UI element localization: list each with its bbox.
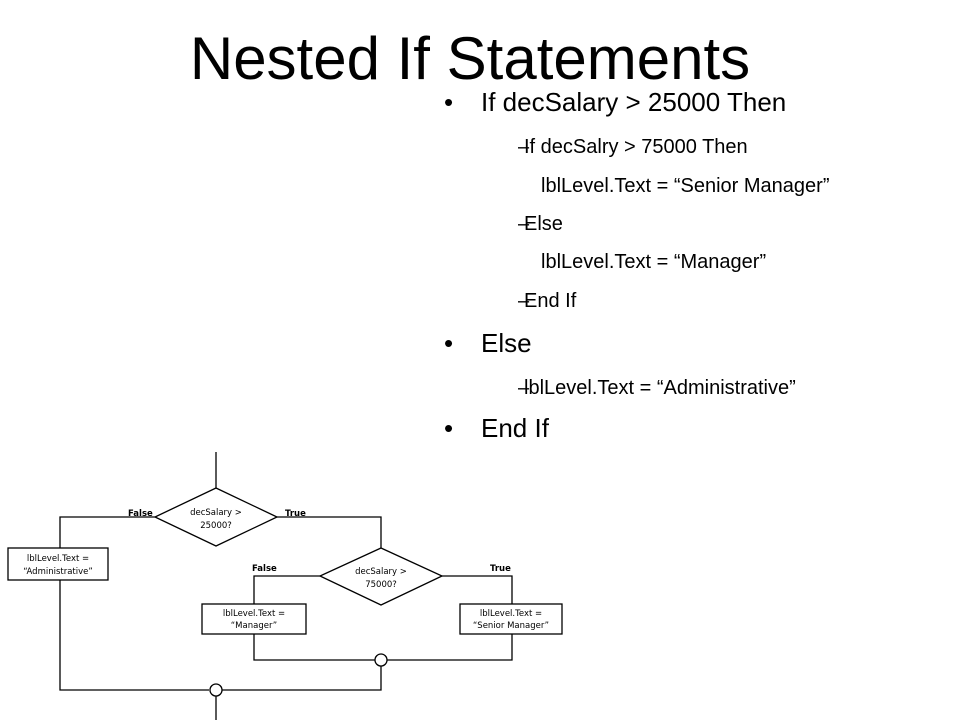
dash-icon: –	[518, 377, 530, 399]
box-senior-text-line2: “Senior Manager”	[473, 621, 549, 631]
decision-salary-25000	[153, 487, 279, 547]
bullet-text: End If	[481, 413, 549, 443]
decision2-text-line1: decSalary >	[355, 567, 407, 577]
slide-title: Nested If Statements	[189, 25, 751, 92]
box-senior-text-line1: lblLevel.Text =	[480, 609, 542, 619]
dash-icon: –	[518, 290, 530, 312]
sub-item-text: End If	[524, 290, 577, 312]
code-text: lblLevel.Text = “Manager”	[541, 251, 767, 273]
flow-line-false-2	[253, 575, 320, 604]
box-administrative	[7, 547, 109, 581]
decision-salary-75000	[318, 547, 444, 606]
code-text: lblLevel.Text = “Senior Manager”	[541, 175, 830, 197]
bullet-icon: •	[444, 328, 454, 358]
flow-line-admin-merge	[59, 580, 209, 691]
box-manager-text-line2: “Manager”	[231, 621, 277, 631]
flow-line-false-1	[59, 516, 155, 548]
decision1-text-line2: 25000?	[200, 521, 232, 531]
bullet-icon: •	[444, 87, 454, 117]
dash-icon: –	[518, 136, 530, 158]
connector-outer-merge	[209, 683, 223, 697]
dash-icon: –	[518, 213, 530, 235]
bullet-text: Else	[481, 328, 532, 358]
decision1-false-label: False	[128, 509, 153, 519]
decision2-text-line2: 75000?	[365, 580, 397, 590]
flow-line-senior-merge	[387, 634, 513, 661]
sub-item-text: lblLevel.Text = “Administrative”	[524, 377, 796, 399]
connector-inner-merge	[374, 653, 388, 667]
box-admin-text-line2: “Administrative”	[23, 567, 93, 577]
box-admin-text-line1: lblLevel.Text =	[27, 554, 89, 564]
flow-line-true-1	[277, 516, 382, 548]
flow-line-inner-to-outer	[222, 666, 382, 691]
sub-item-text: Else	[524, 213, 563, 235]
decision1-true-label: True	[285, 509, 306, 519]
decision2-true-label: True	[490, 564, 511, 574]
flow-line-manager-merge	[253, 634, 375, 661]
box-senior-manager	[459, 603, 563, 635]
flow-line-true-2	[442, 575, 513, 604]
box-manager-text-line1: lblLevel.Text =	[223, 609, 285, 619]
bullet-text: If decSalary > 25000 Then	[481, 87, 787, 117]
decision2-false-label: False	[252, 564, 277, 574]
bullet-icon: •	[444, 413, 454, 443]
sub-item-text: If decSalry > 75000 Then	[524, 136, 748, 158]
decision1-text-line1: decSalary >	[190, 508, 242, 518]
